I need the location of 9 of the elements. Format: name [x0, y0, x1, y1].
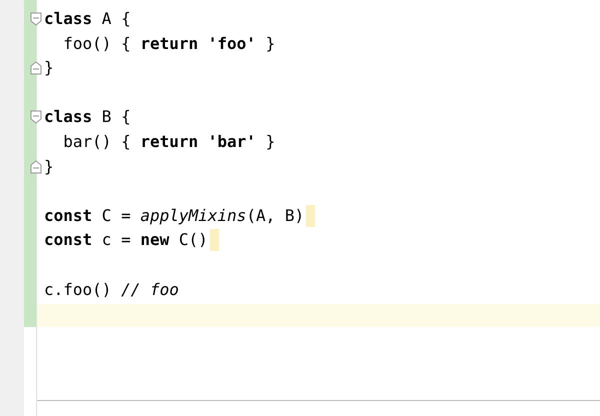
code-line: }	[44, 57, 54, 80]
code-line: c.foo() // foo	[44, 278, 179, 301]
code-line: class A {	[44, 8, 131, 30]
code-line: const C = applyMixins(A, B)	[44, 204, 304, 227]
code-line: const c = new C()	[44, 229, 208, 252]
code-line: class B {	[44, 106, 131, 128]
code-line: bar() { return 'bar' }	[62, 131, 276, 153]
code-line: }	[44, 156, 54, 178]
code-line: foo() { return 'foo' }	[62, 32, 276, 55]
